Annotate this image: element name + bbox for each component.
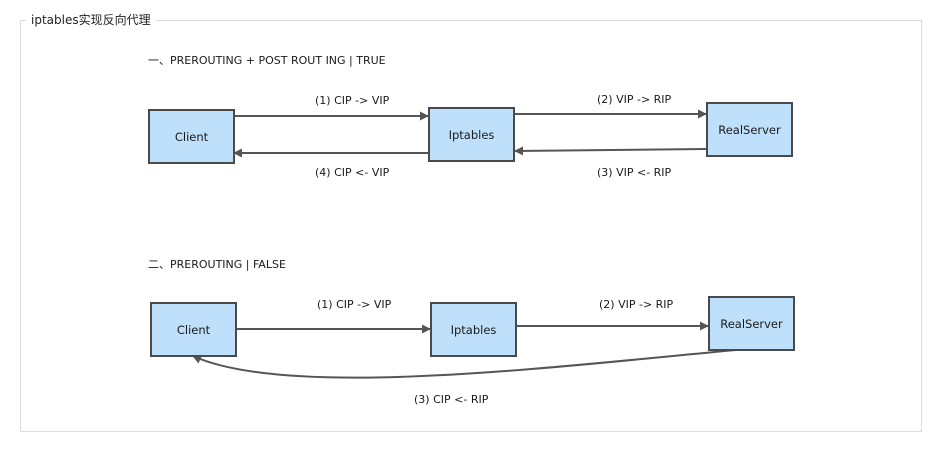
s2-node-client: Client [150,302,237,357]
s1-node-realserver-label: RealServer [718,122,781,137]
s1-node-client-label: Client [174,129,209,144]
s2-edge-label-2: (2) VIP -> RIP [599,298,674,311]
s2-node-realserver-label: RealServer [720,316,783,331]
s1-node-iptables: Iptables [428,107,515,162]
s1-edge-label-1: (1) CIP -> VIP [315,94,390,107]
diagram-frame [20,20,922,432]
s1-node-realserver: RealServer [706,102,793,157]
s2-node-realserver: RealServer [708,296,795,351]
s2-edge-label-1: (1) CIP -> VIP [317,298,392,311]
s2-node-iptables: Iptables [430,302,517,357]
s1-edge-label-2: (2) VIP -> RIP [597,93,672,106]
s1-edge-label-3: (3) VIP <- RIP [597,166,672,179]
s1-edge-label-4: (4) CIP <- VIP [315,166,390,179]
s2-edge-realserver-to-client [192,349,737,379]
diagram-title: iptables实现反向代理 [26,12,156,28]
section-1-heading: 一、PREROUTING + POST ROUT ING | TRUE [148,54,386,67]
s1-node-iptables-label: Iptables [448,127,495,142]
section-2-heading: 二、PREROUTING | FALSE [148,258,286,271]
s1-node-client: Client [148,109,235,164]
s1-edge-realserver-to-iptables [514,146,707,156]
s2-node-iptables-label: Iptables [450,322,497,337]
s2-node-client-label: Client [176,322,211,337]
s2-edge-label-3: (3) CIP <- RIP [414,393,489,406]
